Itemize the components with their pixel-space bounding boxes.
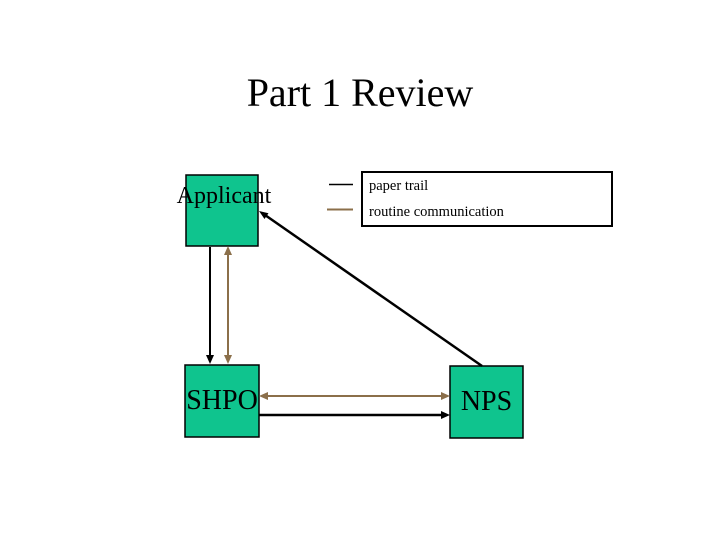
shpo-node-box	[184, 364, 260, 438]
legend-item-routine-communication: routine communication	[369, 199, 611, 225]
nps-to-applicant-paper-trail-arrow	[264, 213, 483, 368]
applicant-to-shpo-arrowhead	[206, 355, 214, 364]
shpo-nps-routine-arrowhead-right	[441, 392, 450, 400]
applicant-shpo-routine-arrowhead-bottom	[224, 355, 232, 364]
applicant-shpo-routine-arrowhead-top	[224, 246, 232, 255]
nps-to-applicant-arrowhead	[259, 211, 269, 219]
shpo-node-label: SHPO	[186, 385, 258, 416]
shpo-nps-routine-arrowhead-left	[259, 392, 268, 400]
applicant-node-box	[185, 174, 259, 247]
nps-node-label: NPS	[460, 386, 513, 417]
slide-title: Part 1 Review	[246, 70, 474, 115]
legend-item-label: paper trail	[369, 178, 429, 194]
applicant-node-label: Applicant	[176, 183, 272, 209]
legend-box: paper trail routine communication	[361, 171, 613, 227]
shpo-to-nps-arrowhead	[441, 411, 450, 419]
nps-node-box	[449, 365, 524, 439]
legend-item-label: routine communication	[369, 204, 504, 220]
legend-item-paper-trail: paper trail	[369, 173, 611, 199]
